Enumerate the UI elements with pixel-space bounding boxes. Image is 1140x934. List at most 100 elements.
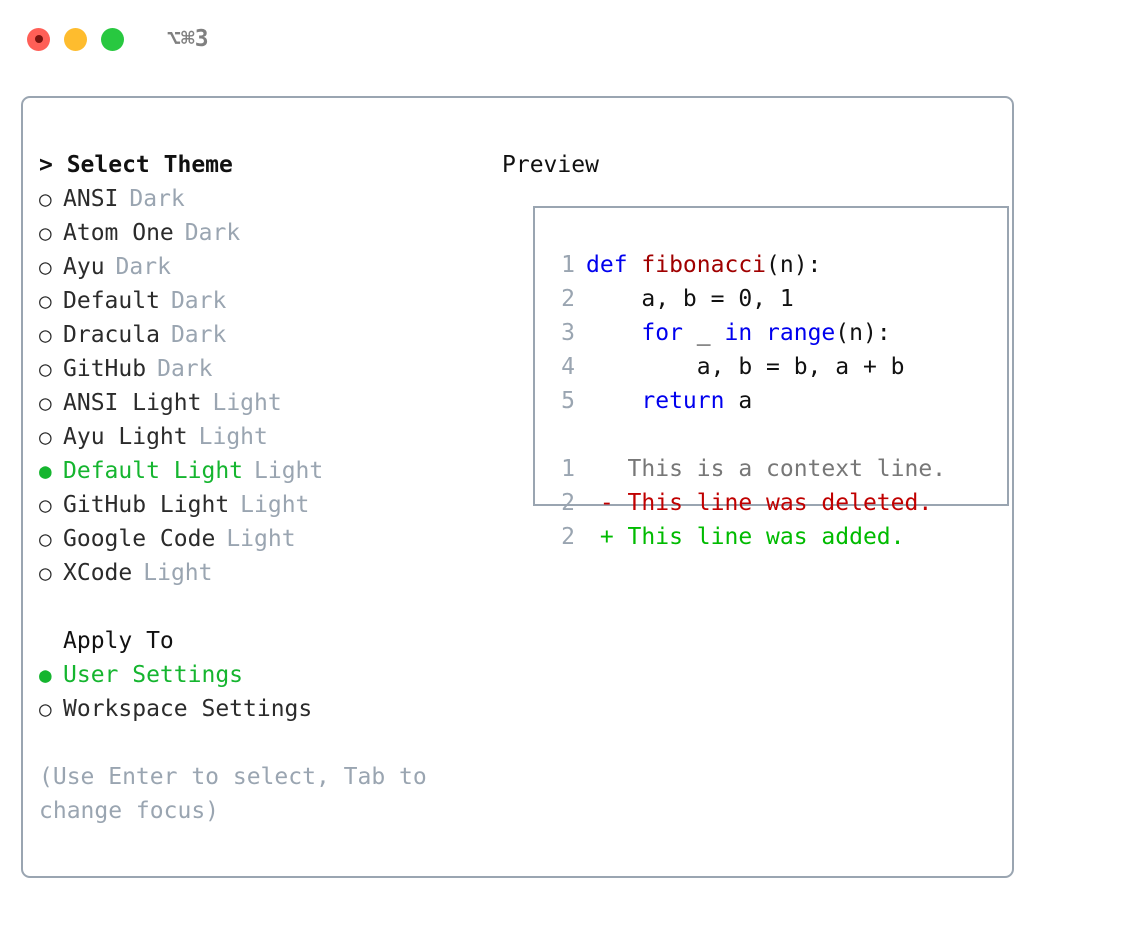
maximize-button[interactable] <box>101 27 124 51</box>
option-label: ANSI <box>63 186 119 212</box>
diff-line: 2 - This line was deleted. <box>549 486 1001 520</box>
token-pl: _ <box>682 320 725 346</box>
theme-option-dracula[interactable]: ○ Dracula Dark <box>39 318 479 352</box>
option-variant-tag: Light <box>212 390 282 416</box>
token-pl <box>586 388 641 414</box>
line-number: 4 <box>561 354 575 380</box>
option-label: Workspace Settings <box>63 696 313 722</box>
apply-to-option-list[interactable]: ● User Settings ○ Workspace Settings <box>39 658 479 726</box>
option-label: Dracula <box>63 322 160 348</box>
spacer <box>39 590 479 624</box>
option-label: Default Light <box>63 458 244 484</box>
theme-option-ansi-light[interactable]: ○ ANSI Light Light <box>39 386 479 420</box>
line-content: for _ in range(n): <box>586 316 891 350</box>
title-bar: ⌥⌘3 <box>0 0 1140 78</box>
line-number: 5 <box>561 388 575 414</box>
radio-unselected-icon: ○ <box>39 561 52 585</box>
radio-selected-icon: ● <box>39 663 52 687</box>
radio-unselected-icon: ○ <box>39 391 52 415</box>
radio-unselected-icon: ○ <box>39 221 52 245</box>
token-kw: def <box>586 252 642 278</box>
apply-to-heading: Apply To <box>63 628 174 654</box>
option-variant-tag: Dark <box>184 220 241 246</box>
radio-unselected-icon: ○ <box>39 289 52 313</box>
option-variant-tag: Light <box>240 492 310 518</box>
token-fn: fibonacci <box>641 252 767 278</box>
diff-sample: 1 This is a context line.2 - This line w… <box>549 452 1001 554</box>
spacer <box>549 418 1001 452</box>
token-pl: (n): <box>766 252 822 278</box>
option-label: Atom One <box>63 220 174 246</box>
option-variant-tag: Dark <box>157 356 213 382</box>
token-del: - This line was deleted. <box>586 490 933 516</box>
code-line: 4 a, b = b, a + b <box>549 350 1001 384</box>
minimize-button[interactable] <box>64 27 87 51</box>
line-number: 2 <box>561 524 575 550</box>
radio-unselected-icon: ○ <box>39 527 52 551</box>
line-number: 3 <box>561 320 575 346</box>
preview-heading: Preview <box>502 152 599 178</box>
radio-unselected-icon: ○ <box>39 697 52 721</box>
token-pl: (n): <box>835 320 891 346</box>
radio-unselected-icon: ○ <box>39 357 52 381</box>
theme-option-github[interactable]: ○ GitHub Dark <box>39 352 479 386</box>
hint-block: (Use Enter to select, Tab to change focu… <box>39 760 479 828</box>
line-content: return a <box>586 384 752 418</box>
radio-unselected-icon: ○ <box>39 187 52 211</box>
line-number: 2 <box>561 490 575 516</box>
option-label: Default <box>63 288 160 314</box>
window-controls <box>27 27 124 51</box>
code-line: 1 def fibonacci(n): <box>549 248 1001 282</box>
token-pl <box>752 320 766 346</box>
apply-to-option-user-settings[interactable]: ● User Settings <box>39 658 479 692</box>
option-label: GitHub <box>63 356 147 382</box>
keyboard-hint-text: (Use Enter to select, Tab to change focu… <box>39 764 441 824</box>
line-content: a, b = 0, 1 <box>586 282 794 316</box>
theme-option-atom-one[interactable]: ○ Atom One Dark <box>39 216 479 250</box>
diff-line: 2 + This line was added. <box>549 520 1001 554</box>
close-button[interactable] <box>27 27 50 51</box>
option-label: Ayu <box>63 254 105 280</box>
token-add: + This line was added. <box>586 524 905 550</box>
option-variant-tag: Light <box>198 424 268 450</box>
token-kw: return <box>641 388 725 414</box>
code-line: 5 return a <box>549 384 1001 418</box>
token-pl: a, b = 0, 1 <box>586 286 794 312</box>
option-label: GitHub Light <box>63 492 230 518</box>
token-ctx: This is a context line. <box>586 456 947 482</box>
line-content: def fibonacci(n): <box>586 248 821 282</box>
option-variant-tag: Dark <box>170 322 227 348</box>
radio-unselected-icon: ○ <box>39 323 52 347</box>
option-label: XCode <box>63 560 133 586</box>
radio-unselected-icon: ○ <box>39 255 52 279</box>
token-kw: range <box>766 320 836 346</box>
token-kw: for <box>641 320 683 346</box>
apply-to-option-workspace-settings[interactable]: ○ Workspace Settings <box>39 692 479 726</box>
line-number: 2 <box>561 286 575 312</box>
option-label: ANSI Light <box>63 390 202 416</box>
theme-option-ayu[interactable]: ○ Ayu Dark <box>39 250 479 284</box>
diff-line: 1 This is a context line. <box>549 452 1001 486</box>
line-content: a, b = b, a + b <box>586 350 905 384</box>
keyboard-shortcut-label: ⌥⌘3 <box>167 25 209 52</box>
line-content: - This line was deleted. <box>586 486 932 520</box>
option-variant-tag: Dark <box>115 254 171 280</box>
theme-option-xcode[interactable]: ○ XCode Light <box>39 556 479 590</box>
token-pl: a, b = b, a + b <box>586 354 905 380</box>
option-variant-tag: Light <box>143 560 213 586</box>
option-label: Google Code <box>63 526 216 552</box>
line-number: 1 <box>561 252 575 278</box>
radio-selected-icon: ● <box>39 459 52 483</box>
option-label: User Settings <box>63 662 244 688</box>
